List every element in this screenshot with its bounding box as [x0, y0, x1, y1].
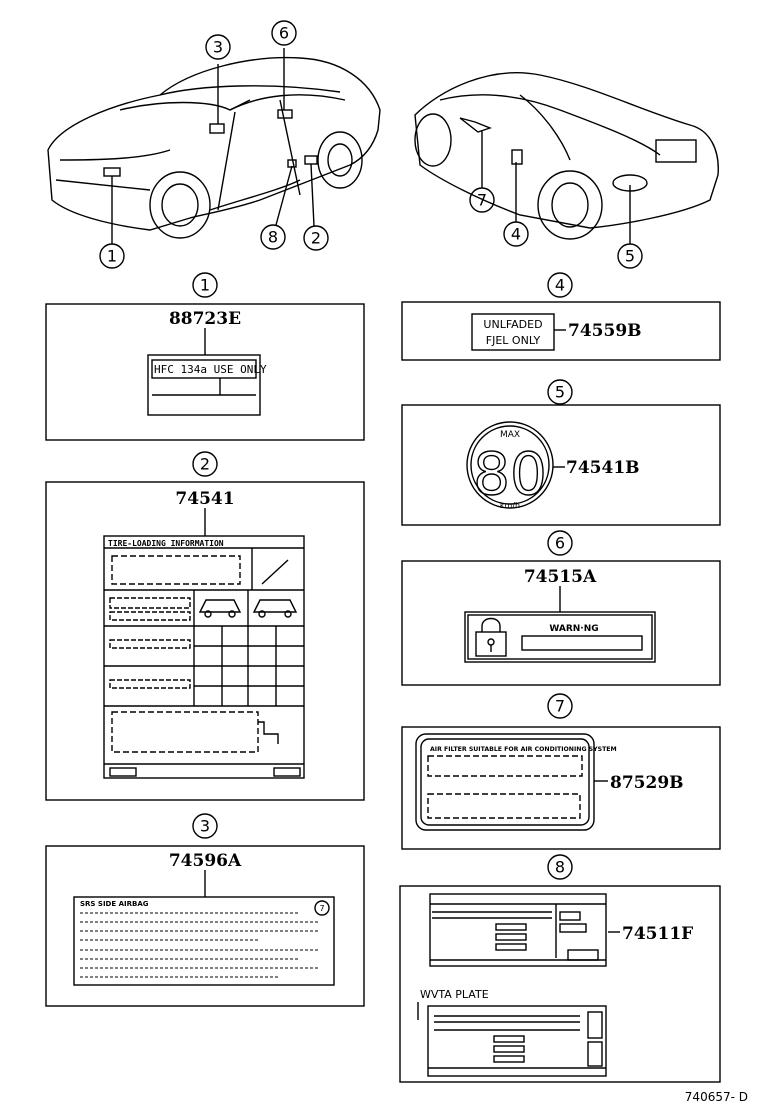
label-2-box [45, 481, 365, 801]
callout-5-section: 5 [555, 383, 565, 402]
callout-7-top: 7 [477, 191, 487, 210]
label-5-box [401, 404, 721, 526]
callout-5-top: 5 [625, 247, 635, 266]
part-number-5: 74541B [566, 458, 640, 478]
rear-car-illustration [414, 72, 719, 240]
callout-8-top: 8 [268, 228, 278, 247]
callout-4-top: 4 [511, 225, 521, 244]
max-text: MAX [500, 430, 520, 440]
callout-1-top: 1 [107, 247, 117, 266]
part-number-4: 74559B [568, 321, 642, 341]
part-number-2: 74541 [175, 489, 234, 509]
front-car-illustration [47, 56, 381, 239]
unleaded-line-1: UNLFADED [483, 318, 542, 331]
air-filter-heading: AIR FILTER SUITABLE FOR AIR CONDITIONING… [430, 746, 617, 753]
speed-unit: km/h [500, 501, 520, 510]
part-number-8: 74511F [622, 924, 693, 944]
callout-6-top: 6 [279, 24, 289, 43]
callout-3-section: 3 [200, 817, 210, 836]
callout-circles [99, 20, 643, 880]
part-number-1: 88723E [169, 309, 241, 329]
srs-side-airbag-heading: SRS SIDE AIRBAG [80, 900, 149, 908]
wvta-plate-title: WVTA PLATE [420, 988, 489, 1001]
warning-text: WARN·NG [549, 624, 598, 634]
callout-3-top: 3 [213, 38, 223, 57]
label-6-box [401, 560, 721, 686]
callout-2-section: 2 [200, 455, 210, 474]
callout-4-section: 4 [555, 276, 565, 295]
padlock-icon [475, 617, 507, 657]
part-number-7: 87529B [610, 773, 684, 793]
label-8-box [399, 885, 721, 1083]
label-1-text: HFC 134a USE ONLY [154, 363, 267, 376]
unleaded-line-2: FJEL ONLY [486, 334, 541, 347]
label-7-box [401, 726, 721, 850]
tire-loading-title: TIRE-LOADING INFORMATION [108, 539, 224, 548]
part-number-3: 74596A [169, 851, 242, 871]
label-4-box [401, 301, 721, 361]
label-1-box [45, 303, 365, 441]
callout-1-section: 1 [200, 276, 210, 295]
speed-value: 80 [473, 440, 547, 508]
callout-7-section: 7 [555, 697, 565, 716]
part-number-6: 74515A [524, 567, 597, 587]
label-3-box [45, 845, 365, 1007]
callout-6-section: 6 [555, 534, 565, 553]
callout-2-top: 2 [311, 229, 321, 248]
callout-8-section: 8 [555, 858, 565, 877]
label-3-corner-mark: 7 [319, 904, 324, 913]
diagram-code: 740657- D [684, 1090, 748, 1104]
